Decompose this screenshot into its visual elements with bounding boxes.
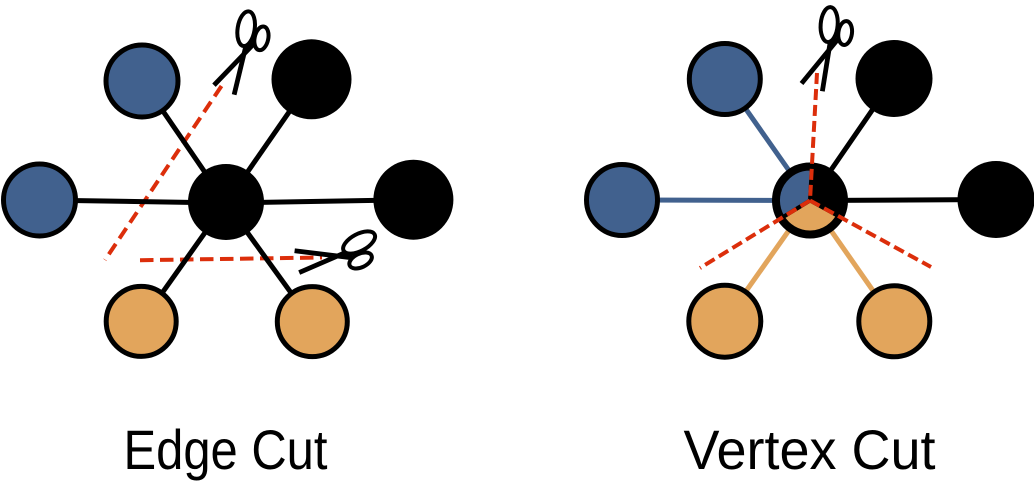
svg-text:Vertex Cut: Vertex Cut — [684, 418, 936, 481]
svg-text:Edge Cut: Edge Cut — [124, 418, 328, 481]
